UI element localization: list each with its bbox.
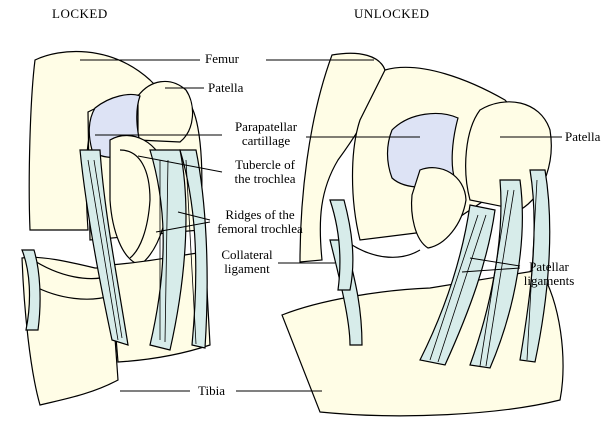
femur-right xyxy=(299,52,386,263)
label-parapatellar-line1: Parapatellar xyxy=(234,119,298,134)
patella-left xyxy=(137,80,194,143)
tibia-right xyxy=(281,269,564,417)
title-locked: LOCKED xyxy=(52,6,108,21)
label-ridges: Ridges of the femoral trochlea xyxy=(208,208,312,236)
title-unlocked: UNLOCKED xyxy=(354,6,430,21)
label-patella-left: Patella xyxy=(208,80,244,95)
label-collateral-line2: ligament xyxy=(224,261,270,276)
label-patella-right: Patella xyxy=(565,129,601,144)
label-patellar-line2: ligaments xyxy=(523,273,575,288)
patellar-ligament-left xyxy=(79,149,129,346)
label-femur: Femur xyxy=(205,51,239,66)
label-patellar-ligaments: Patellar ligaments xyxy=(518,260,580,288)
label-collateral: Collateral ligament xyxy=(214,248,280,276)
leader-lines xyxy=(80,59,562,392)
collateral-ligament-left xyxy=(21,249,41,331)
label-tubercle-line1: Tubercle of xyxy=(235,157,295,172)
collateral-ligament-right xyxy=(329,199,354,291)
label-patellar-line1: Patellar xyxy=(529,259,569,274)
label-tubercle: Tubercle of the trochlea xyxy=(224,158,306,186)
label-collateral-line1: Collateral xyxy=(221,247,273,262)
label-tubercle-line2: the trochlea xyxy=(234,171,296,186)
label-tibia: Tibia xyxy=(198,383,225,398)
label-parapatellar-cartilage: Parapatellar cartillage xyxy=(226,120,306,148)
label-ridges-line1: Ridges of the xyxy=(225,207,295,222)
locked-knee xyxy=(21,50,211,406)
label-parapatellar-line2: cartillage xyxy=(241,133,291,148)
unlocked-knee xyxy=(281,52,564,417)
label-ridges-line2: femoral trochlea xyxy=(217,221,303,236)
